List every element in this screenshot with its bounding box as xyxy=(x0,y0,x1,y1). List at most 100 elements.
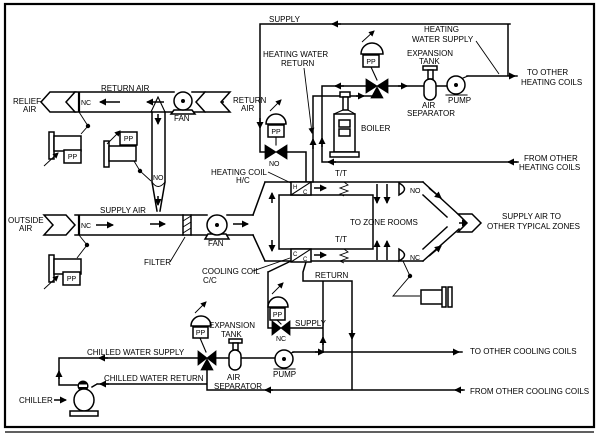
cooling-coil-label-2: C/C xyxy=(203,276,217,285)
outside-damper-actuator-icon xyxy=(43,254,82,290)
temp-sensor-cold-icon xyxy=(338,248,350,264)
heating-air-separator-icon xyxy=(423,78,437,101)
cooling-three-way-valve-icon xyxy=(190,301,217,371)
cooling-coil-icon xyxy=(290,248,312,263)
filter-icon xyxy=(182,214,192,236)
return-air-inlet-label-1: RETURN xyxy=(233,96,267,105)
heating-valve-state: NO xyxy=(269,161,280,168)
leader-lines xyxy=(54,40,500,404)
damper-linkages xyxy=(76,111,420,297)
cooling-valve-state: NC xyxy=(276,336,286,343)
pp-tag-heating-3way: PP xyxy=(366,59,376,66)
to-other-heating-label-1: TO OTHER xyxy=(527,68,568,77)
heating-air-separator-label-1: AIR xyxy=(422,101,436,110)
from-other-heating-label-2: HEATING COILS xyxy=(519,163,580,172)
supply-air-zones-label-1: SUPPLY AIR TO xyxy=(502,212,561,221)
linkage-pivot-dot xyxy=(407,273,413,279)
return-air-inlet-label-2: AIR xyxy=(241,104,255,113)
supply-air-label: SUPPLY AIR xyxy=(100,206,146,215)
labels: RETURN AIR RELIEF AIR NC FAN RETURN AIR … xyxy=(8,15,589,405)
linkage-pivot-dot xyxy=(137,168,143,174)
heating-expansion-tank-label-2: TANK xyxy=(419,57,440,66)
chiller-icon xyxy=(69,380,99,417)
cooling-pump-label: PUMP xyxy=(273,370,296,379)
supply-air-zones-label-2: OTHER TYPICAL ZONES xyxy=(487,222,580,231)
heating-piping xyxy=(259,23,519,183)
heating-coil-label-2: H/C xyxy=(236,176,250,185)
heating-coil-icon xyxy=(290,181,312,196)
to-other-cooling-label: TO OTHER COOLING COILS xyxy=(470,347,577,356)
chiller-label: CHILLER xyxy=(19,396,53,405)
cooling-expansion-tank-label-1: EXPANSION xyxy=(209,321,255,330)
ductwork-lines xyxy=(74,91,461,263)
zone-hot-damper-icon xyxy=(398,181,406,197)
filter-leader xyxy=(169,236,186,263)
return-fan-label: FAN xyxy=(174,114,190,123)
return-air-inlet-arrow-icon xyxy=(194,91,232,113)
chilled-water-supply-label: CHILLED WATER SUPPLY xyxy=(87,348,185,357)
heating-supply-label: SUPPLY xyxy=(269,15,301,24)
heating-water-return-leader xyxy=(303,67,315,134)
cooling-expansion-tank-icon xyxy=(228,338,243,351)
outside-air-label-1: OUTSIDE xyxy=(8,216,44,225)
chilled-water-return-label: CHILLED WATER RETURN xyxy=(104,374,204,383)
from-other-cooling-label: FROM OTHER COOLING COILS xyxy=(470,387,589,396)
cold-coil-letter-1: C xyxy=(293,252,298,258)
boiler-icon xyxy=(329,91,360,158)
cooling-coil-valve-icon xyxy=(267,282,291,336)
cooling-pump-icon xyxy=(273,349,296,370)
cooling-coil-leader xyxy=(252,257,291,272)
temp-sensor-hot-icon xyxy=(338,181,350,197)
flow-arrows xyxy=(55,20,517,394)
zone-cold-damper-icon xyxy=(398,247,406,263)
cooling-coil-label-1: COOLING COIL xyxy=(202,267,260,276)
cooling-piping xyxy=(58,259,465,391)
relief-damper-actuator-icon xyxy=(43,131,82,167)
relief-air-arrow-icon xyxy=(39,91,77,113)
pp-tag-cooling-3way: PP xyxy=(196,330,206,337)
heating-coil-leader xyxy=(267,171,292,184)
outside-air-label-2: AIR xyxy=(19,224,33,233)
outside-damper-state: NC xyxy=(81,223,91,230)
pp-tag-outside-actuator: PP xyxy=(67,276,77,283)
from-other-heating-label-1: FROM OTHER xyxy=(524,154,578,163)
zone-hot-damper-state: NO xyxy=(410,188,421,195)
cooling-air-separator-icon xyxy=(228,349,242,371)
hot-coil-letter-h: H xyxy=(293,185,297,191)
heating-expansion-tank-icon xyxy=(422,65,438,80)
cooling-air-separator-label-1: AIR xyxy=(227,373,241,382)
relief-damper-state: NC xyxy=(81,100,91,107)
return-fan-icon xyxy=(169,91,197,115)
recirc-damper-state: NO xyxy=(153,175,164,182)
supply-fan-icon xyxy=(203,214,231,240)
to-zone-rooms-label: TO ZONE ROOMS xyxy=(350,218,418,227)
temp-sensor-hot-label: T/T xyxy=(335,169,347,178)
cooling-supply-label: SUPPLY xyxy=(295,319,327,328)
pp-tag-cooling-valve: PP xyxy=(273,312,283,319)
heating-water-return-label-1: HEATING WATER xyxy=(263,50,328,59)
recirc-damper-actuator-icon xyxy=(103,130,138,168)
heating-water-return-label-2: RETURN xyxy=(281,59,315,68)
diagram-border xyxy=(3,2,596,429)
supply-fan-label: FAN xyxy=(208,239,224,248)
return-air-duct-label: RETURN AIR xyxy=(101,84,150,93)
pp-tag-recirc-actuator: PP xyxy=(124,136,134,143)
heating-coil-label-1: HEATING COIL xyxy=(211,168,267,177)
heating-pump-label: PUMP xyxy=(448,96,471,105)
heating-water-supply-leader xyxy=(475,40,500,75)
plenum-inner-wall xyxy=(278,194,374,250)
to-other-heating-label-2: HEATING COILS xyxy=(521,78,582,87)
heating-pump-icon xyxy=(445,75,469,96)
recirc-damper-blade-icon xyxy=(151,181,166,187)
heating-coil-valve-icon xyxy=(264,99,288,160)
heating-expansion-tank-label-1: EXPANSION xyxy=(407,49,453,58)
temp-sensor-cold-label: T/T xyxy=(335,235,347,244)
linkage-pivot-dot xyxy=(84,242,90,248)
pp-tag-heating-valve: PP xyxy=(271,129,281,136)
hot-coil-letter-c: C xyxy=(303,190,308,196)
cold-coil-letter-2: C xyxy=(303,257,308,263)
heating-three-way-valve-icon xyxy=(360,30,389,99)
heating-water-supply-label-2: WATER SUPPLY xyxy=(412,35,474,44)
